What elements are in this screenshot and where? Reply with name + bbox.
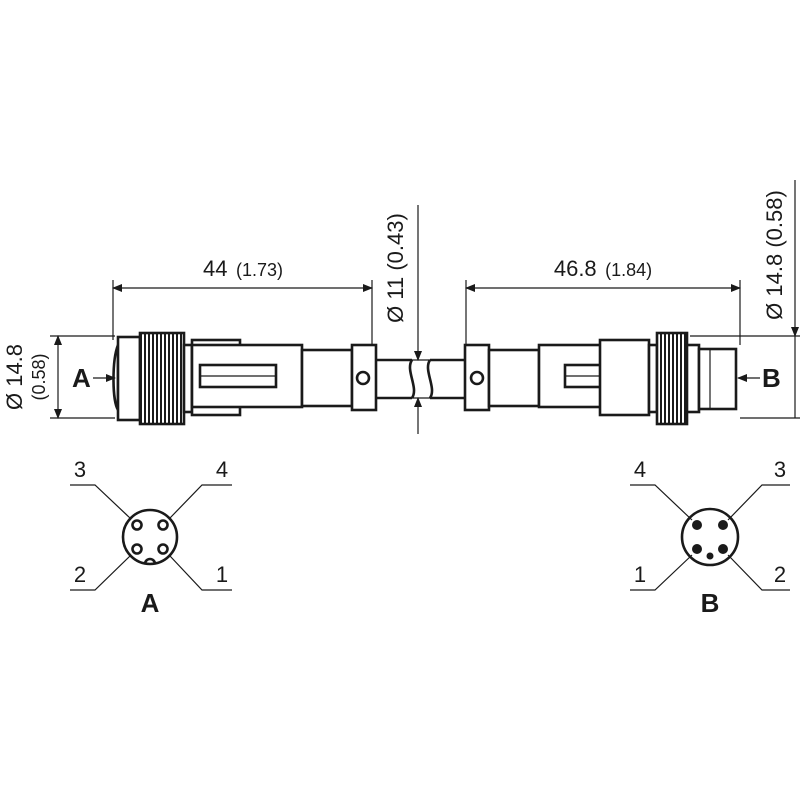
right-length-label: 46.8 (1.84) — [554, 256, 652, 281]
left-diameter-inch: (0.58) — [29, 353, 49, 400]
dimension-left-diameter: Ø 14.8 (0.58) — [2, 335, 115, 419]
pin-label-a-3: 3 — [74, 457, 86, 482]
connector-a-nut-front — [116, 335, 142, 422]
coding-key-icon — [143, 557, 157, 565]
pin-face-b: 4 3 1 2 B — [630, 457, 790, 618]
connector-b-end-cap — [463, 343, 491, 412]
cable-segment-left — [376, 358, 416, 400]
pin-face-b-label: B — [701, 588, 720, 618]
pin-1 — [692, 544, 702, 554]
connector-b-grip — [598, 338, 651, 417]
connector-b-nut-rear — [685, 343, 701, 414]
side-label-b: B — [737, 363, 781, 393]
pin-face-a-outline — [121, 508, 179, 566]
pin-socket-2 — [131, 543, 143, 555]
dimension-cable-diameter: Ø 11 (0.43) — [378, 205, 430, 434]
connector-a-side-view — [112, 331, 378, 426]
pin-label-b-4: 4 — [634, 457, 646, 482]
connector-b-knurled-nut — [655, 331, 689, 426]
cable-diameter-label: Ø 11 (0.43) — [383, 213, 408, 323]
pin-socket-3 — [131, 519, 143, 531]
pin-face-a-label: A — [141, 588, 160, 618]
side-label-b-text: B — [762, 363, 781, 393]
left-diameter-value: Ø 14.8 — [2, 344, 27, 410]
pin-label-b-1: 1 — [634, 562, 646, 587]
side-label-a-text: A — [72, 363, 91, 393]
pin-2 — [718, 544, 728, 554]
pin-label-b-2: 2 — [774, 562, 786, 587]
connector-a-screw-icon — [355, 370, 371, 386]
pin-3 — [718, 520, 728, 530]
connector-b-screw-icon — [469, 370, 485, 386]
pin-socket-1 — [157, 543, 169, 555]
pin-socket-4 — [157, 519, 169, 531]
coding-key-icon — [706, 552, 714, 560]
connector-a-sleeve — [300, 348, 354, 408]
pin-label-a-4: 4 — [216, 457, 228, 482]
pin-label-a-2: 2 — [74, 562, 86, 587]
cable-segment-right — [426, 358, 465, 400]
connector-b-side-view — [463, 331, 738, 426]
pin-label-a-1: 1 — [216, 562, 228, 587]
right-diameter-label: Ø 14.8 (0.58) — [762, 190, 787, 320]
pin-4 — [692, 520, 702, 530]
connector-a-end-cap — [350, 343, 378, 412]
pin-label-b-3: 3 — [774, 457, 786, 482]
pin-face-b-outline — [680, 507, 740, 567]
connector-b-thread — [697, 347, 738, 411]
dimension-left-length: 44 (1.73) — [112, 256, 373, 345]
connector-a-knurled-nut — [138, 331, 186, 426]
connector-b-sleeve — [487, 348, 541, 408]
side-label-a: A — [72, 363, 116, 393]
left-length-label: 44 (1.73) — [203, 256, 283, 281]
dimension-right-length: 46.8 (1.84) — [465, 256, 741, 345]
pin-face-a: 3 4 2 1 A — [70, 457, 232, 618]
dimension-right-diameter: Ø 14.8 (0.58) — [690, 180, 800, 419]
